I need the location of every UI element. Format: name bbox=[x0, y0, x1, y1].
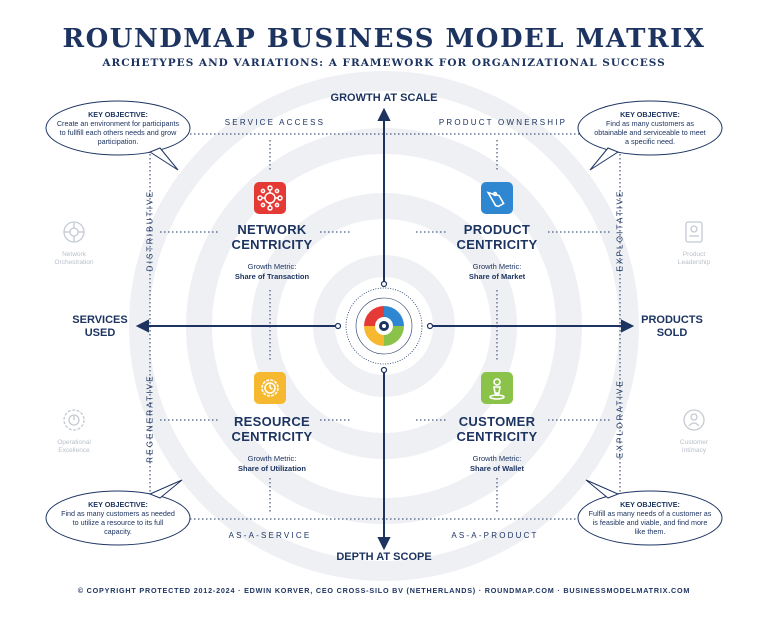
person-pin-icon bbox=[481, 372, 513, 404]
customer-growth-metric: Growth Metric: Share of Wallet bbox=[437, 454, 557, 474]
objective-text: Fulfill as many needs of a customer as i… bbox=[588, 509, 712, 536]
objective-top-left: KEY OBJECTIVE: Create an environment for… bbox=[56, 110, 180, 146]
product-growth-metric: Growth Metric: Share of Market bbox=[437, 262, 557, 282]
ghost-product-leadership: Product Leadership bbox=[677, 251, 711, 266]
footer-copyright: © COPYRIGHT PROTECTED 2012-2024 · EDWIN … bbox=[77, 586, 691, 595]
metric-label: Growth Metric: bbox=[472, 262, 522, 271]
resource-centricity-title: RESOURCE CENTRICITY bbox=[231, 414, 313, 444]
objective-heading: KEY OBJECTIVE: bbox=[88, 110, 148, 119]
product-leadership-icon bbox=[685, 221, 703, 243]
resource-growth-metric: Growth Metric: Share of Utilization bbox=[212, 454, 332, 474]
axis-bottom-label: DEPTH AT SCOPE bbox=[336, 551, 432, 563]
page-subtitle: ARCHETYPES AND VARIATIONS: A FRAMEWORK F… bbox=[102, 57, 666, 69]
customer-centricity-title: CUSTOMER CENTRICITY bbox=[456, 414, 538, 444]
objective-heading: KEY OBJECTIVE: bbox=[620, 500, 680, 509]
objective-bottom-left: KEY OBJECTIVE: Find as many customers as… bbox=[60, 500, 176, 536]
page-title: ROUNDMAP BUSINESS MODEL MATRIX bbox=[62, 24, 706, 54]
metric-value: Share of Utilization bbox=[238, 464, 306, 473]
objective-heading: KEY OBJECTIVE: bbox=[88, 500, 148, 509]
objective-text: Create an environment for participants t… bbox=[56, 119, 180, 146]
edge-as-a-product: AS-A-PRODUCT bbox=[451, 531, 539, 540]
objective-text: Find as many customers as obtainable and… bbox=[594, 119, 706, 146]
ghost-operational-excellence: Operational Excellence bbox=[57, 439, 91, 454]
edge-service-access: SERVICE ACCESS bbox=[224, 118, 326, 127]
objective-text: Find as many customers as needed to util… bbox=[61, 509, 175, 536]
metric-label: Growth Metric: bbox=[247, 262, 297, 271]
network-orchestration-icon bbox=[63, 221, 85, 243]
axis-top-label: GROWTH AT SCALE bbox=[330, 92, 438, 104]
customer-intimacy-icon bbox=[683, 409, 705, 431]
metric-value: Share of Market bbox=[468, 272, 526, 281]
axis-left-label: SERVICES USED bbox=[72, 314, 128, 339]
network-centricity-title: NETWORK CENTRICITY bbox=[231, 222, 313, 252]
price-tag-icon bbox=[481, 182, 513, 214]
edge-product-ownership: PRODUCT OWNERSHIP bbox=[438, 118, 568, 127]
network-icon bbox=[254, 182, 286, 214]
clock-gear-icon bbox=[254, 372, 286, 404]
product-centricity-title: PRODUCT CENTRICITY bbox=[456, 222, 538, 252]
objective-bottom-right: KEY OBJECTIVE: Fulfill as many needs of … bbox=[588, 500, 712, 536]
objective-top-right: KEY OBJECTIVE: Find as many customers as… bbox=[592, 110, 708, 146]
operational-excellence-icon bbox=[63, 409, 85, 431]
axis-right-label: PRODUCTS SOLD bbox=[641, 314, 703, 339]
ghost-network-orchestration: Network Orchestration bbox=[54, 251, 94, 266]
metric-label: Growth Metric: bbox=[247, 454, 297, 463]
objective-heading: KEY OBJECTIVE: bbox=[620, 110, 680, 119]
metric-value: Share of Wallet bbox=[470, 464, 524, 473]
edge-as-a-service: AS-A-SERVICE bbox=[228, 531, 312, 540]
roundmap-logo bbox=[345, 287, 423, 365]
network-growth-metric: Growth Metric: Share of Transaction bbox=[212, 262, 332, 282]
ghost-customer-intimacy: Customer Intimacy bbox=[679, 439, 709, 454]
metric-label: Growth Metric: bbox=[472, 454, 522, 463]
metric-value: Share of Transaction bbox=[234, 272, 310, 281]
